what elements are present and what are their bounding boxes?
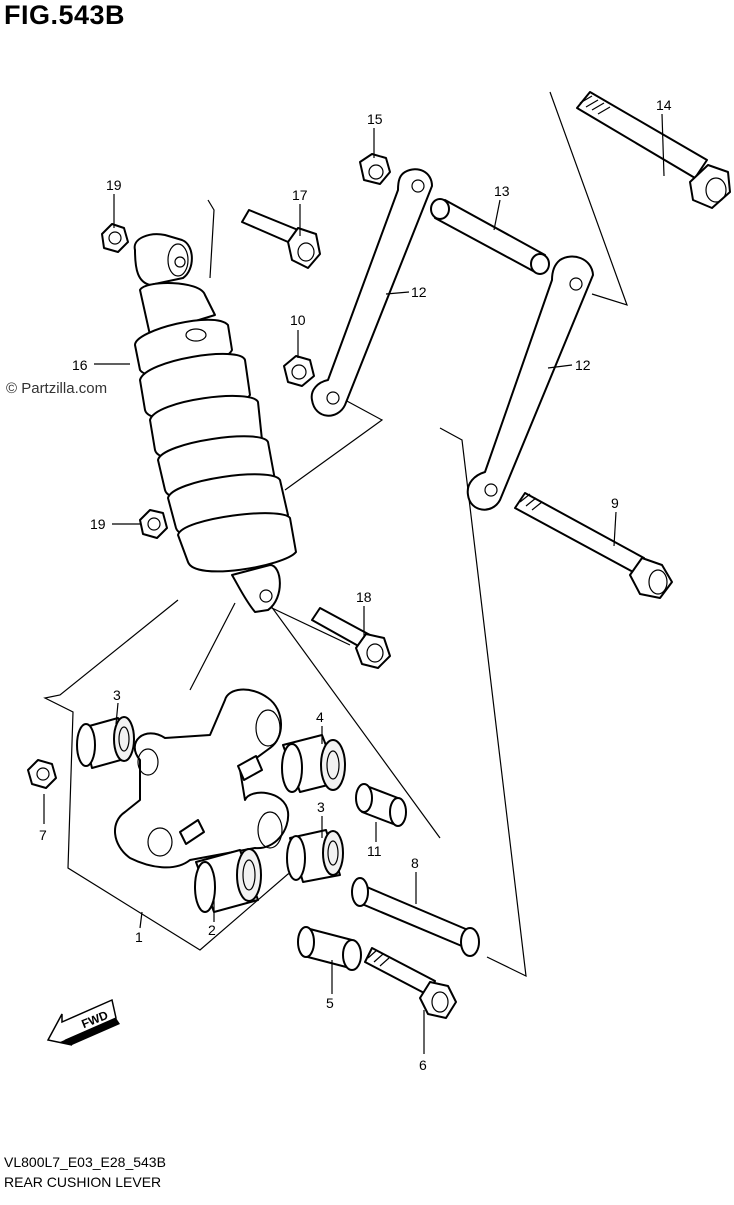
nut-15 [359,153,391,185]
callout-13: 13 [494,183,510,199]
watermark: © Partzilla.com [6,380,108,397]
callout-6: 6 [419,1057,427,1073]
fwd-arrow-icon: FWD [46,998,120,1046]
callout-8: 8 [411,855,419,871]
callout-11: 11 [367,843,382,859]
callout-16: 16 [72,357,88,373]
figure-code: VL800L7_E03_E28_543B [4,1154,166,1170]
bearing-3-upper [76,716,135,769]
nut-7 [27,759,57,789]
sleeve-5 [297,926,362,971]
callout-17: 17 [292,187,308,203]
figure-title: FIG.543B [4,0,126,30]
callout-5: 5 [326,995,334,1011]
callouts: 14 15 13 19 17 12 10 12 16 9 19 18 3 4 7… [39,97,672,1073]
leader-lines [43,113,665,1054]
bearing-2 [194,848,262,913]
callout-3-lower: 3 [317,799,325,815]
figure-description: REAR CUSHION LEVER [4,1174,162,1190]
bearing-3-lower [286,829,344,883]
callout-7: 7 [39,827,47,843]
callout-3-upper: 3 [113,687,121,703]
callout-10: 10 [290,312,306,328]
nut-19-middle [139,509,168,539]
bearing-4 [281,734,346,793]
bolt-6 [364,947,457,1019]
link-plate-12-right [466,255,594,511]
callout-12-left: 12 [411,284,427,300]
cushion-lever-1 [114,688,290,869]
nut-19-upper [101,223,129,253]
callout-9: 9 [611,495,619,511]
callout-15: 15 [367,111,383,127]
link-plate-12-left [310,168,433,417]
sleeve-13 [430,198,550,275]
sleeve-11 [355,783,407,827]
grouping-lines [43,91,628,978]
bolt-9 [514,492,673,599]
callout-19-middle: 19 [90,516,106,532]
callout-14: 14 [656,97,672,113]
callout-12-right: 12 [575,357,591,373]
callout-1: 1 [135,929,143,945]
bolt-17 [241,209,321,269]
bolt-18 [311,607,391,669]
callout-4: 4 [316,709,324,725]
bolt-14 [576,91,731,209]
nut-10 [283,355,315,387]
callout-2: 2 [208,922,216,938]
sleeve-8 [351,877,480,957]
shock-absorber-16 [133,233,297,613]
callout-19-upper: 19 [106,177,122,193]
callout-18: 18 [356,589,372,605]
